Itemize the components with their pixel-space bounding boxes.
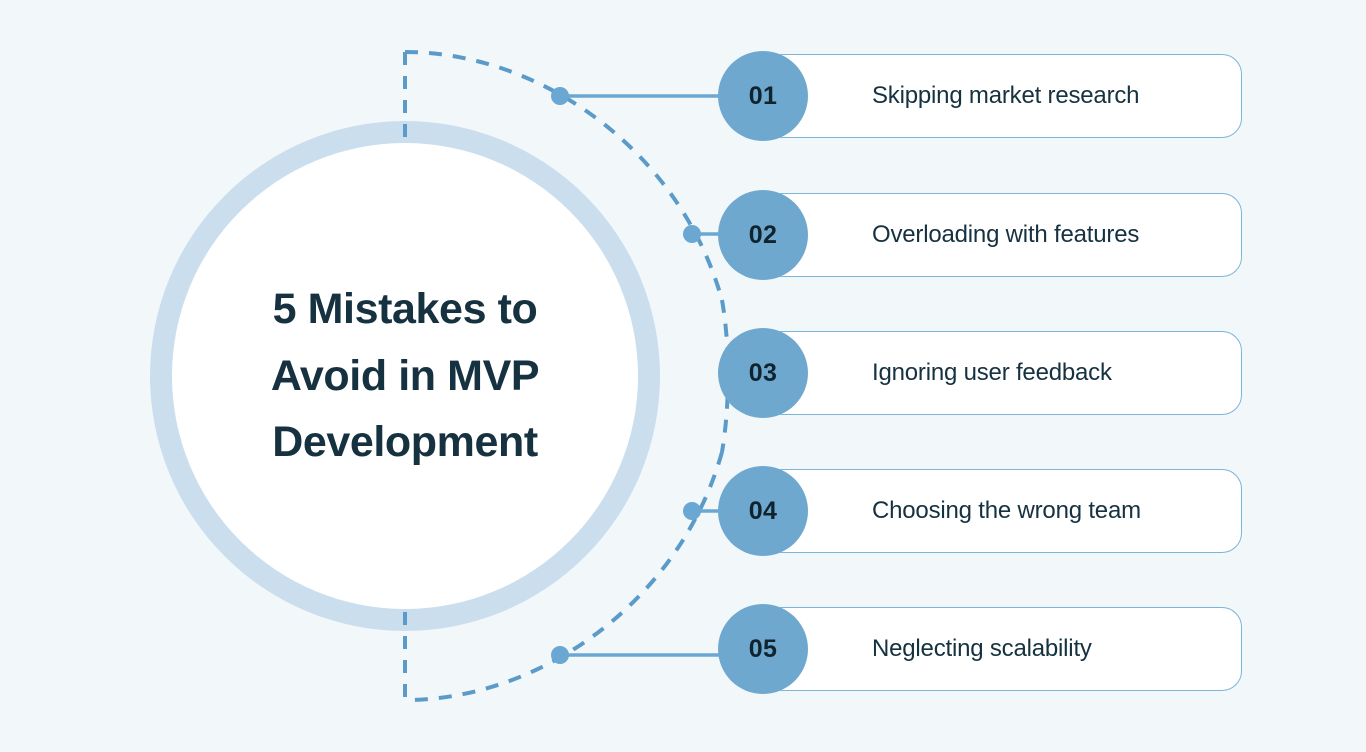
list-item[interactable]: 01 Skipping market research <box>718 51 1242 141</box>
item-card-2[interactable] <box>762 193 1242 277</box>
item-card-5[interactable] <box>762 607 1242 691</box>
item-label-1: Skipping market research <box>872 82 1140 109</box>
list-item[interactable]: 03 Ignoring user feedback <box>718 328 1242 418</box>
item-label-5: Neglecting scalability <box>872 635 1092 662</box>
connector-dot-5 <box>551 646 569 664</box>
connector-dot-4 <box>683 502 701 520</box>
center-hub-ring: 5 Mistakes to Avoid in MVP Development <box>150 121 660 631</box>
list-item[interactable]: 04 Choosing the wrong team <box>718 466 1242 556</box>
title-line-1: 5 Mistakes to <box>272 285 538 334</box>
connector-dot-2 <box>683 225 701 243</box>
item-label-4: Choosing the wrong team <box>872 497 1141 524</box>
item-number-badge-4: 04 <box>718 466 808 556</box>
connector-dot-1 <box>551 87 569 105</box>
list-item[interactable]: 05 Neglecting scalability <box>718 604 1242 694</box>
center-hub-disc: 5 Mistakes to Avoid in MVP Development <box>172 143 638 609</box>
item-number-badge-3: 03 <box>718 328 808 418</box>
item-number-badge-1: 01 <box>718 51 808 141</box>
list-item[interactable]: 02 Overloading with features <box>718 190 1242 280</box>
item-label-2: Overloading with features <box>872 221 1140 248</box>
item-label-3: Ignoring user feedback <box>872 359 1112 386</box>
item-number-badge-2: 02 <box>718 190 808 280</box>
title-line-2: Avoid in MVP <box>270 351 540 400</box>
title-line-3: Development <box>272 418 538 467</box>
item-card-3[interactable] <box>762 331 1242 415</box>
page-title: 5 Mistakes to Avoid in MVP Development <box>205 276 605 476</box>
item-card-1[interactable] <box>762 54 1242 138</box>
item-number-badge-5: 05 <box>718 604 808 694</box>
item-card-4[interactable] <box>762 469 1242 553</box>
